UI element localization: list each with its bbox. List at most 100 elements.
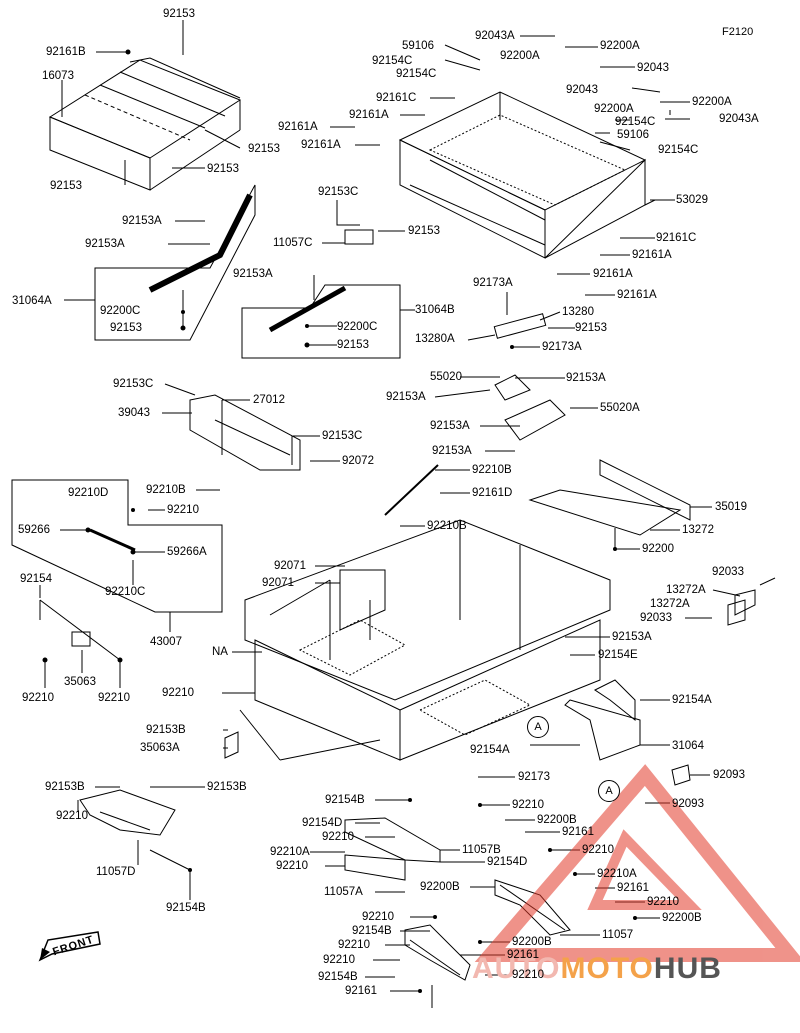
- part-label: 92161A: [278, 121, 318, 133]
- part-label: 92200B: [537, 814, 577, 826]
- part-label: 11057A: [324, 886, 363, 898]
- part-label: 55020A: [600, 402, 640, 414]
- part-label: 92093: [713, 769, 745, 781]
- part-label: 92161C: [656, 232, 697, 244]
- part-label: 92210: [323, 954, 355, 966]
- part-label: 92153: [248, 143, 280, 155]
- part-label: 92153: [50, 180, 82, 192]
- part-label: 92200B: [662, 912, 702, 924]
- part-label: 92210B: [146, 484, 186, 496]
- cargo-rack: [398, 91, 656, 259]
- callout-a-guard: A: [598, 780, 620, 802]
- part-label: 31064: [672, 740, 704, 752]
- part-label: 13272A: [650, 598, 690, 610]
- part-label: 92161: [345, 985, 377, 997]
- part-label: 92161: [617, 882, 649, 894]
- part-label: 11057: [602, 929, 634, 941]
- part-label: 92161C: [376, 92, 417, 104]
- part-label: 13280A: [415, 333, 455, 345]
- part-label: 92033: [640, 612, 672, 624]
- part-label: 92154B: [318, 971, 358, 983]
- part-label: 92210B: [472, 464, 512, 476]
- part-label: 92153A: [432, 445, 472, 457]
- part-label: 35019: [715, 501, 747, 513]
- part-label: 92043A: [475, 30, 515, 42]
- part-label: 92200A: [500, 50, 540, 62]
- callout-a-frame: A: [527, 716, 549, 738]
- part-label: 92173A: [473, 277, 513, 289]
- part-label: 92210A: [597, 868, 637, 880]
- part-label: 92210: [276, 860, 308, 872]
- part-label: 92153A: [85, 238, 125, 250]
- part-label: 59266: [18, 524, 50, 536]
- part-label: 92154D: [487, 856, 528, 868]
- part-label: 59266A: [167, 546, 207, 558]
- part-label: 92153C: [113, 378, 154, 390]
- part-label: 92033: [712, 566, 744, 578]
- part-label: 92200: [642, 543, 674, 555]
- part-label: 92200A: [594, 103, 634, 115]
- part-label: 13280: [562, 306, 594, 318]
- part-label: 92210B: [427, 520, 467, 532]
- part-label: 92210: [338, 939, 370, 951]
- bar-31064a: [148, 193, 253, 293]
- part-label: 92043A: [719, 113, 759, 125]
- part-label: 92153A: [612, 631, 652, 643]
- figure-code: F2120: [722, 26, 754, 38]
- part-label: 92210D: [68, 487, 109, 499]
- part-label: 92200C: [100, 305, 141, 317]
- part-label: 92161: [562, 826, 594, 838]
- part-label: 92210C: [105, 586, 146, 598]
- part-label: 92153C: [322, 430, 363, 442]
- part-label: 92210: [162, 687, 194, 699]
- part-label: 92173: [518, 771, 550, 783]
- part-label: 92153A: [566, 372, 606, 384]
- part-label: 39043: [118, 407, 150, 419]
- part-label: 92071: [274, 560, 306, 572]
- part-label: 92210: [647, 896, 679, 908]
- part-label: 11057B: [462, 844, 501, 856]
- part-label: 92210: [362, 911, 394, 923]
- part-label: 92154C: [615, 116, 656, 128]
- part-label: 13272A: [666, 584, 706, 596]
- watermark-logo: [474, 764, 800, 962]
- part-label: 92154C: [372, 55, 413, 67]
- part-label: 92161A: [632, 249, 672, 261]
- part-label: 92210: [512, 799, 544, 811]
- part-label: 92210: [512, 969, 544, 981]
- part-label: 92153B: [146, 724, 186, 736]
- part-label: 92153B: [45, 781, 85, 793]
- part-label: 92173A: [542, 341, 582, 353]
- part-label: 92200A: [692, 96, 732, 108]
- front-arrow: FRONT: [38, 930, 102, 964]
- part-label: 92210: [98, 692, 130, 704]
- part-label: 92154B: [166, 902, 206, 914]
- part-label: 92154A: [470, 744, 510, 756]
- part-label: 35063A: [140, 742, 180, 754]
- part-label: 92153C: [318, 186, 359, 198]
- part-label: 92154A: [672, 694, 712, 706]
- part-label: 92043: [637, 62, 669, 74]
- part-label: 92153: [408, 225, 440, 237]
- part-label: 92153: [163, 8, 195, 20]
- part-label: 16073: [42, 70, 74, 82]
- part-label: 92153: [337, 339, 369, 351]
- part-label: 55020: [430, 371, 462, 383]
- part-label: 92154: [20, 573, 52, 585]
- part-label: 92093: [672, 798, 704, 810]
- part-label: 92153: [207, 163, 239, 175]
- part-label: 92210: [56, 810, 88, 822]
- part-label: 11057C: [273, 237, 313, 249]
- part-label: 92161A: [617, 289, 657, 301]
- part-label: NA: [212, 646, 228, 658]
- part-label: 92071: [262, 577, 294, 589]
- part-label: 92153B: [207, 781, 247, 793]
- watermark-text: AUTOMOTOHUB: [472, 952, 722, 985]
- part-label: 92153: [110, 322, 142, 334]
- part-label: 92200B: [420, 881, 460, 893]
- part-label: 27012: [253, 394, 285, 406]
- part-label: 92154D: [302, 817, 343, 829]
- front-arrow-icon: [38, 931, 101, 962]
- part-label: 31064A: [12, 295, 52, 307]
